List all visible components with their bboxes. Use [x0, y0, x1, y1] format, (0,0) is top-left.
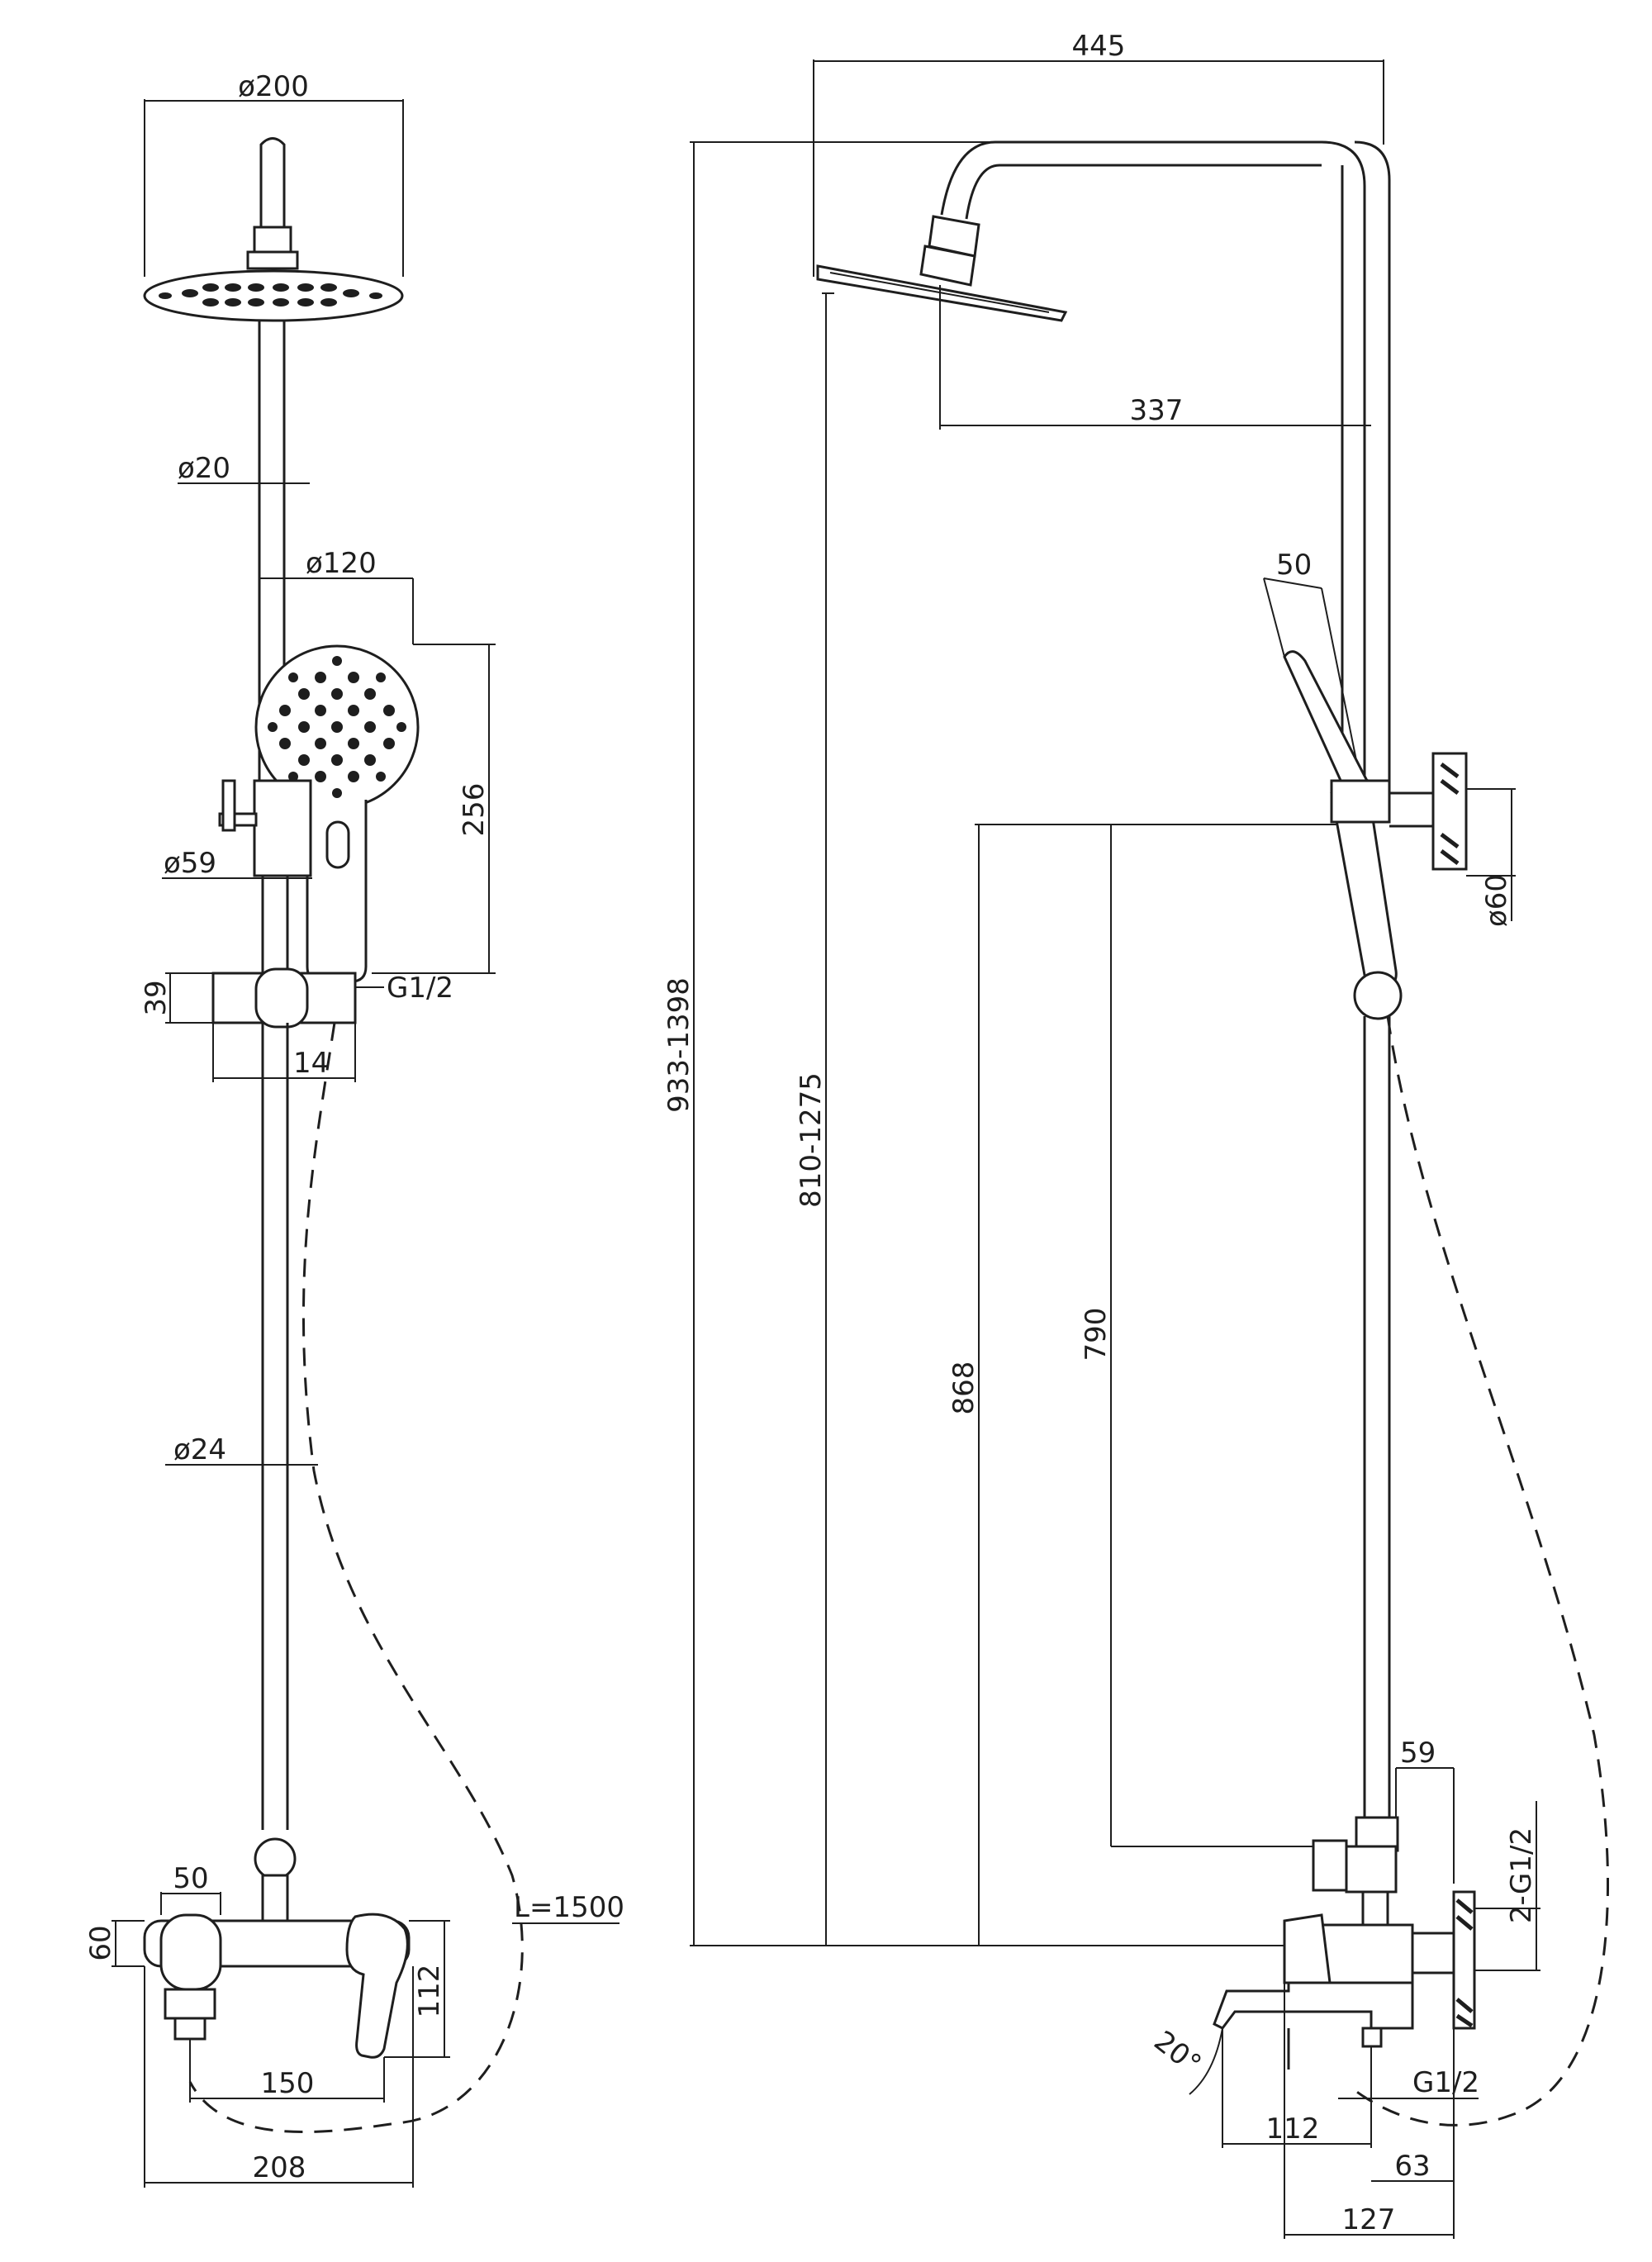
outlet-nut	[164, 1988, 216, 2020]
dim-w-total: 208	[253, 2151, 306, 2184]
dim-hose-length: L=1500	[514, 1891, 624, 1924]
angle-arc	[1189, 2027, 1223, 2095]
outlet-thread	[173, 2017, 206, 2041]
dim-h-hand: 256	[458, 783, 491, 837]
side-hand-head	[1283, 650, 1369, 796]
side-outlet-nut	[1361, 2027, 1383, 2048]
dim-w-outlet: 150	[261, 2067, 315, 2100]
dim-h-slider: 39	[140, 980, 173, 1015]
overhead-shower-head	[143, 269, 404, 322]
dim-h-holder: 868	[947, 1361, 980, 1415]
dim-thread-outlet: G1/2	[1412, 2066, 1479, 2099]
dim-d-mixer-cap: ø59	[164, 847, 216, 880]
side-diverter-knob	[1312, 1839, 1348, 1892]
dim-h-lever: 112	[413, 1965, 446, 2018]
dim-ext-line	[1263, 577, 1285, 658]
dim-w-knob: 50	[173, 1862, 208, 1895]
arm-tube-back	[1354, 140, 1391, 781]
dim-offset-outlet: 63	[1394, 2150, 1430, 2183]
inlet-hatch	[1455, 1898, 1474, 2028]
dim-d-head: ø200	[238, 70, 309, 103]
side-inlet-nut	[1411, 1932, 1455, 1974]
dim-line	[1263, 577, 1322, 589]
dim-d-connector: 59	[1400, 1737, 1436, 1770]
dim-h-body: 60	[84, 1925, 117, 1960]
side-wall-holder	[1330, 779, 1391, 824]
handle-button	[325, 820, 350, 869]
dim-spout-reach: 112	[1266, 2112, 1320, 2146]
arm-tube-inner	[965, 164, 1322, 220]
arm-tube-outer	[940, 140, 1366, 781]
side-view: 445 933-1398 810-1275 337 50	[662, 30, 1609, 2239]
dim-h-head: 810-1275	[795, 1072, 828, 1208]
dim-thread-inlet: 2-G1/2	[1505, 1827, 1538, 1923]
dim-reach-top: 445	[1072, 30, 1126, 63]
dim-d-holder: 50	[1276, 549, 1312, 582]
dim-h-rail: 790	[1080, 1308, 1113, 1361]
front-view: ø200 ø20	[84, 70, 624, 2188]
dim-w-slider: 14	[293, 1047, 329, 1080]
dim-d-rail: ø24	[173, 1433, 226, 1466]
head-nut	[246, 250, 299, 270]
hand-nozzles	[268, 656, 406, 798]
head-nozzles	[159, 283, 382, 307]
dim-d-wall-flange: ø60	[1480, 874, 1513, 927]
head-joint	[919, 245, 976, 287]
rail-joint	[254, 1837, 297, 1880]
flange-hatch	[1440, 763, 1460, 865]
dim-h-total: 933-1398	[662, 977, 695, 1113]
dim-d-arm: ø20	[178, 452, 230, 485]
side-shower-hose	[1354, 1015, 1609, 2127]
diverter-knob	[221, 779, 236, 832]
side-diverter-body	[1345, 1845, 1398, 1894]
hand-shower-handle	[306, 800, 368, 983]
head-connector	[253, 226, 292, 254]
dim-d-hand: ø120	[306, 547, 377, 580]
dim-ext-line	[1321, 587, 1362, 786]
dim-angle-spout: 20°	[1147, 2025, 1207, 2082]
side-spout	[1213, 1981, 1414, 2030]
mixer-lever	[345, 1913, 409, 2059]
dim-reach-head: 337	[1130, 394, 1184, 427]
diverter-body	[253, 779, 312, 877]
dim-thread-slider: G1/2	[387, 972, 453, 1005]
side-mixer-lever	[1283, 1913, 1332, 1984]
mixer-left-knob	[159, 1913, 222, 1991]
arm-top-cap	[259, 137, 286, 229]
hand-hose-connector	[1353, 971, 1403, 1020]
rail-connector	[261, 1874, 289, 1922]
slider-grip	[254, 967, 309, 1029]
shower-hose	[188, 1022, 524, 2134]
dim-depth-total: 127	[1342, 2203, 1396, 2236]
